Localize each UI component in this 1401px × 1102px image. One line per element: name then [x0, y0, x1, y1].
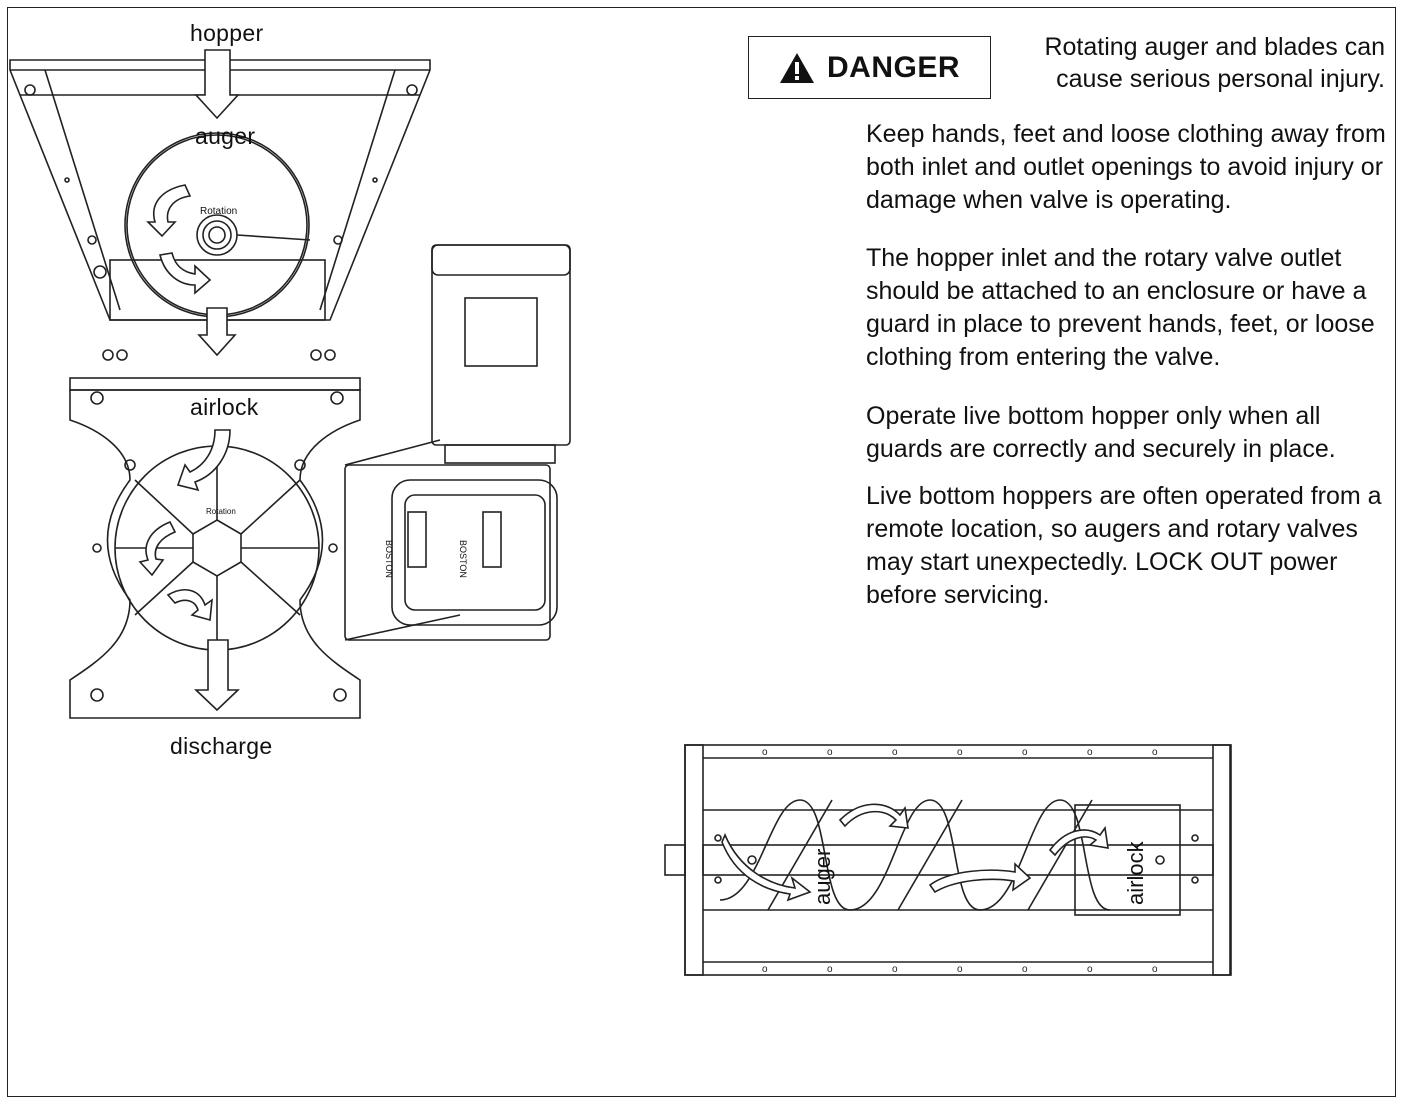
brand-label-left: BOSTON	[384, 540, 394, 578]
flow-arrow-icon	[928, 862, 1032, 894]
rotation-arrow-icon	[138, 520, 177, 577]
side-auger-label: auger	[810, 849, 835, 905]
rotation-arrow-icon	[166, 589, 213, 622]
warning-triangle-icon	[779, 52, 814, 83]
svg-text:o: o	[957, 964, 963, 975]
warning-paragraph: Live bottom hoppers are often operated f…	[866, 482, 1382, 609]
svg-text:o: o	[827, 964, 833, 975]
danger-headline: Rotating auger and blades can cause seri…	[1044, 33, 1385, 93]
svg-text:o: o	[892, 747, 898, 758]
flow-arrow-icon	[197, 307, 237, 357]
flow-arrow-icon	[1048, 825, 1109, 857]
page-border	[7, 7, 1396, 1097]
svg-text:o: o	[1152, 747, 1158, 758]
svg-text:o: o	[957, 747, 963, 758]
flow-arrow-icon	[194, 639, 240, 712]
svg-text:o: o	[1152, 964, 1158, 975]
flow-arrow-icon	[721, 832, 812, 902]
svg-text:o: o	[762, 747, 768, 758]
gearbox	[344, 464, 551, 641]
svg-text:o: o	[892, 964, 898, 975]
flow-arrow-icon	[838, 803, 909, 829]
svg-text:o: o	[1087, 964, 1093, 975]
rotation-label-auger: Rotation	[200, 206, 237, 217]
auger-label: auger	[195, 123, 256, 149]
rotation-arrow-icon	[146, 184, 192, 238]
brand-label-right: BOSTON	[458, 540, 468, 578]
rotation-arrow-icon	[176, 429, 231, 492]
airlock-label: airlock	[190, 394, 259, 420]
svg-text:o: o	[1022, 747, 1028, 758]
svg-text:o: o	[827, 747, 833, 758]
danger-sign: DANGER	[748, 36, 991, 99]
side-airlock-label: airlock	[1123, 840, 1148, 905]
flow-arrow-icon	[194, 49, 240, 120]
warning-paragraph: Operate live bottom hopper only when all…	[866, 402, 1336, 463]
rotation-arrow-icon	[159, 252, 212, 295]
hopper-label: hopper	[190, 20, 264, 46]
rotation-label-airlock: Rotation	[206, 507, 236, 516]
warning-paragraph: Keep hands, feet and loose clothing away…	[866, 120, 1386, 214]
svg-text:o: o	[1087, 747, 1093, 758]
warning-paragraph: The hopper inlet and the rotary valve ou…	[866, 244, 1375, 371]
svg-text:o: o	[1022, 964, 1028, 975]
danger-signal-word: DANGER	[826, 50, 960, 84]
svg-text:o: o	[762, 964, 768, 975]
discharge-label: discharge	[170, 733, 273, 759]
